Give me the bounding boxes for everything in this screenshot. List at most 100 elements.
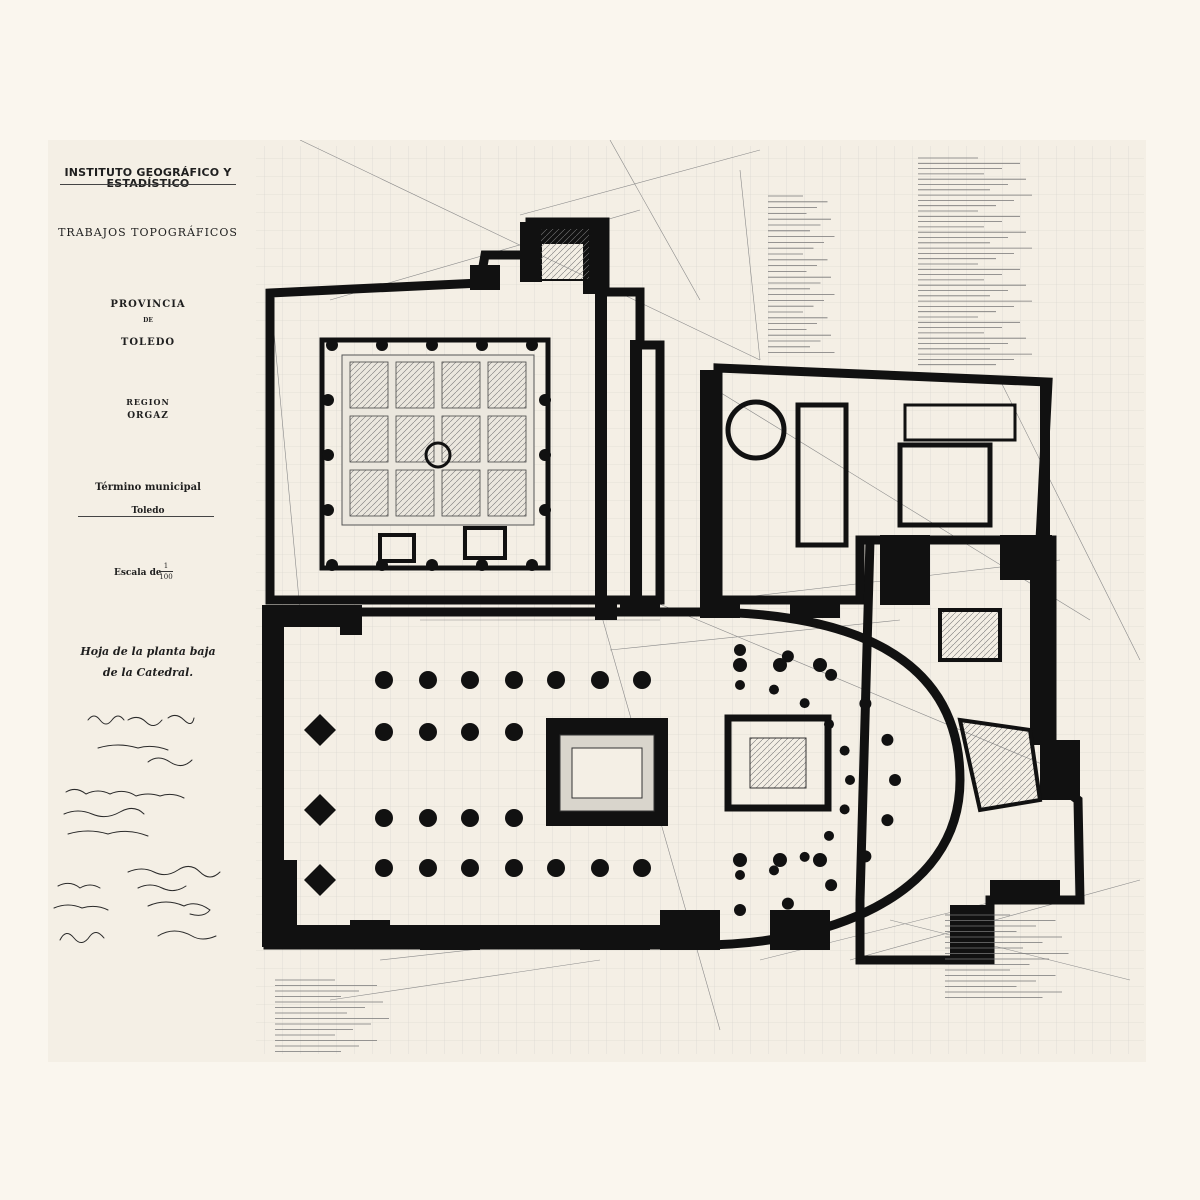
wall-mass (340, 605, 362, 635)
province-name: TOLEDO (120, 337, 176, 348)
ambulatory-pillar (735, 870, 745, 880)
province-de: DE (143, 317, 153, 324)
wall-mass (520, 222, 542, 282)
nave-pillar (419, 809, 437, 827)
nave-columns (304, 644, 901, 916)
cloister-pier (526, 339, 538, 351)
wall-mass (595, 600, 617, 620)
ambulatory-pillar (859, 697, 872, 710)
cloister-pier (426, 339, 438, 351)
wall-mass (880, 535, 930, 605)
ambulatory-pillar (735, 680, 745, 690)
garden-bed (487, 469, 527, 517)
survey-line (849, 879, 1141, 961)
garden-bed (395, 361, 435, 409)
nave-pillar (591, 671, 609, 689)
nave-pillar (505, 723, 523, 741)
nave-pillar (461, 671, 479, 689)
ambulatory-pillar (781, 650, 794, 663)
wall-mass (580, 925, 650, 950)
survey-line (999, 379, 1141, 661)
ambulatory-pillar (845, 775, 855, 785)
cloister-pier (526, 559, 538, 571)
plan-legends (275, 157, 1069, 1052)
cloister-pier (539, 504, 551, 516)
wall-mass (770, 910, 830, 950)
nave-pillar (547, 859, 565, 877)
ochavo-room (897, 442, 993, 528)
nave-pillar (419, 671, 437, 689)
garden-bed (441, 415, 481, 463)
survey-sheet: INSTITUTO GEOGRÁFICO Y ESTADÍSTICO TRABA… (48, 140, 1146, 1062)
garden-bed (395, 415, 435, 463)
handwritten-signatures (53, 714, 221, 943)
cloister-pier (322, 394, 334, 406)
transept-pillar (813, 853, 827, 867)
cloister-pier (376, 339, 388, 351)
wall-mass (470, 265, 500, 290)
garden-bed (441, 361, 481, 409)
transept-pillar (773, 658, 787, 672)
nave-pillar (633, 859, 651, 877)
province-label: PROVINCIA (110, 299, 186, 310)
sheet-title-line1: Hoja de la planta baja (80, 645, 216, 658)
cloister-pier (426, 559, 438, 571)
chapter-house-round (725, 399, 787, 461)
transept-pillar (733, 853, 747, 867)
garden-bed (487, 361, 527, 409)
high-altar (749, 737, 807, 789)
municipality-rule (78, 516, 214, 517)
chapel-room (938, 608, 1002, 662)
nave-pillar (505, 671, 523, 689)
cloister-bench (463, 526, 507, 560)
transept-pillar (733, 658, 747, 672)
wall-mass (630, 340, 642, 600)
nave-pillar (461, 723, 479, 741)
survey-line (609, 619, 901, 651)
ambulatory-pillar (881, 814, 894, 827)
wall-mass (262, 605, 352, 627)
chapel-room (957, 717, 1043, 813)
institute-rule (60, 184, 236, 185)
wall-mass (1040, 380, 1050, 540)
survey-line (519, 149, 761, 216)
ambulatory-pillar (823, 830, 834, 841)
wall-mass (660, 910, 720, 950)
nave-pillar (375, 859, 393, 877)
nave-pillar (633, 671, 651, 689)
wall-mass (1040, 740, 1080, 800)
choir-floor (571, 747, 643, 799)
institute-heading: INSTITUTO GEOGRÁFICO Y ESTADÍSTICO (64, 166, 232, 190)
cloister-fountain (424, 441, 452, 469)
scale-numerator: 1 (163, 562, 169, 570)
nave-pillar (591, 859, 609, 877)
sheet-title-line2: de la Catedral. (102, 666, 194, 679)
wall-mass (262, 860, 297, 930)
survey-line (609, 140, 701, 301)
nave-pillar (505, 859, 523, 877)
ambulatory-pillar (799, 698, 810, 709)
ambulatory-pillar (825, 668, 838, 681)
triangulation-lines (269, 140, 1141, 1031)
cloister-pier (539, 449, 551, 461)
scale-bar (159, 571, 173, 573)
wall-mass (990, 880, 1060, 902)
survey-line (329, 959, 601, 1001)
nave-pillar (461, 859, 479, 877)
cloister-pier (476, 559, 488, 571)
ambulatory-pillar (881, 733, 894, 746)
cloister-pier (326, 339, 338, 351)
region-label: REGION (126, 397, 170, 407)
sacristy-hall (795, 402, 849, 548)
survey-line (739, 169, 761, 361)
ambulatory-pillar (825, 879, 838, 892)
cathedral-floor-plan (256, 140, 1144, 1054)
ambulatory-pillar (768, 684, 779, 695)
garden-bed (349, 469, 389, 517)
municipality-label: Término municipal (95, 482, 201, 493)
wall-mass (620, 600, 660, 615)
vestry-room (903, 403, 1017, 442)
ambulatory-pillar (889, 774, 901, 786)
ambulatory-pillar (839, 745, 850, 756)
